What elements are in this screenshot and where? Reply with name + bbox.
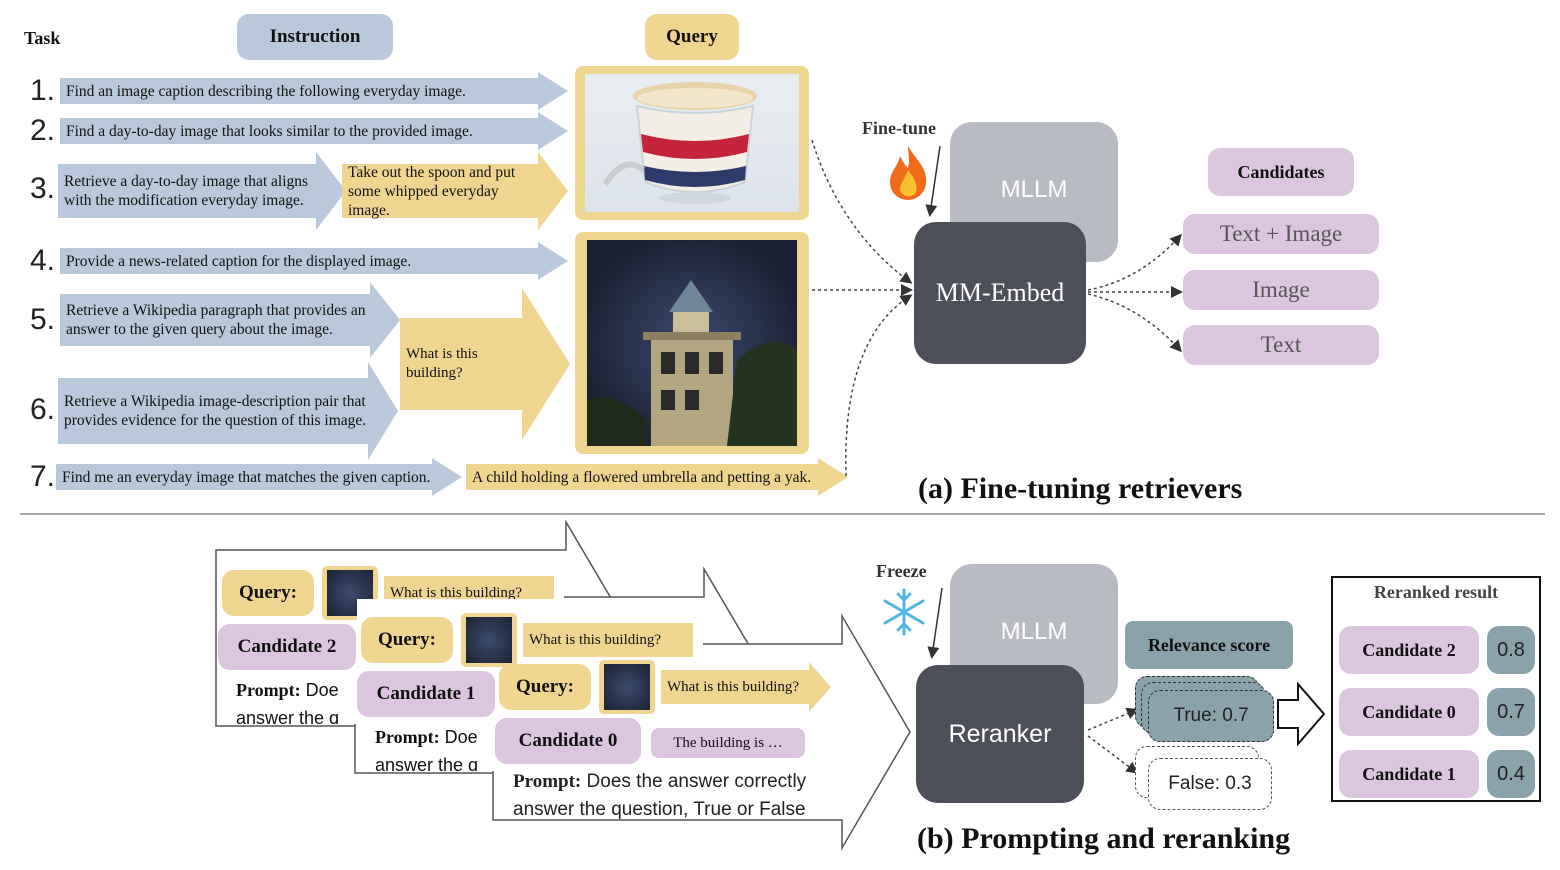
instruction-text-4: Provide a news-related caption for the d… [60, 248, 538, 274]
snowflake-icon [880, 588, 928, 636]
query-question-arrow: What is this building? [661, 662, 831, 712]
reranker-box: Reranker [916, 665, 1084, 803]
reranked-score-2: 0.7 [1487, 688, 1535, 736]
reranked-title: Reranked result [1373, 582, 1499, 602]
query-thumbnail-frame [461, 613, 517, 667]
building-image-frame [575, 232, 809, 454]
query-question: What is this building? [661, 670, 809, 704]
candidate-label: Candidate 2 [218, 624, 356, 670]
instruction-arrow-2: Find a day-to-day image that looks simil… [60, 112, 568, 150]
candidate-text: Text [1183, 325, 1379, 365]
task-number-4: 4. [30, 244, 56, 277]
reranked-score-3: 0.4 [1487, 750, 1535, 798]
prompt-card-candidate-0: Query: What is this building? Candidate … [495, 646, 840, 820]
instruction-header: Instruction [237, 14, 393, 60]
query-text-arrow-7: A child holding a flowered umbrella and … [466, 458, 848, 496]
building-thumbnail [466, 617, 512, 663]
query-header: Query [645, 14, 739, 60]
prompt-text: Prompt: Does the answer correctly answer… [513, 771, 807, 820]
candidate-image: Image [1183, 270, 1379, 310]
mm-embed-box: MM-Embed [914, 222, 1086, 364]
relevance-score-header: Relevance score [1125, 621, 1293, 669]
fire-icon [886, 144, 930, 200]
task-number-5: 5. [30, 303, 56, 336]
task-number-6: 6. [30, 393, 56, 426]
candidate-label: Candidate 1 [357, 671, 495, 717]
task-number-3: 3. [30, 172, 56, 205]
true-score: True: 0.7 [1148, 690, 1274, 742]
task-number-2: 2. [30, 114, 56, 147]
query-thumbnail-frame [599, 660, 655, 714]
query-label: Query: [222, 570, 314, 616]
instruction-arrow-4: Provide a news-related caption for the d… [60, 242, 568, 280]
instruction-text-1: Find an image caption describing the fol… [60, 78, 538, 104]
instruction-arrow-6: Retrieve a Wikipedia image-description p… [58, 362, 398, 460]
candidate-label: Candidate 0 [495, 718, 641, 764]
caption-a: (a) Fine-tuning retrievers [918, 472, 1243, 505]
building-image [587, 240, 797, 446]
task-header: Task [24, 28, 61, 48]
query-label: Query: [361, 617, 453, 663]
instruction-text-2: Find a day-to-day image that looks simil… [60, 118, 538, 144]
building-thumbnail [604, 664, 650, 710]
shared-query-text: What is this building? [400, 318, 522, 410]
caption-b: (b) Prompting and reranking [917, 822, 1291, 855]
answer-text: The building is … [651, 728, 805, 758]
candidates-header: Candidates [1208, 148, 1354, 196]
query-text-3: Take out the spoon and put some whipped … [342, 164, 538, 219]
instruction-arrow-7: Find me an everyday image that matches t… [56, 458, 462, 496]
reranked-candidate-1: Candidate 2 [1339, 626, 1479, 674]
reranked-candidate-2: Candidate 0 [1339, 688, 1479, 736]
instruction-text-7: Find me an everyday image that matches t… [56, 464, 432, 490]
finetune-label: Fine-tune [862, 118, 936, 138]
instruction-text-5: Retrieve a Wikipedia paragraph that prov… [60, 294, 370, 346]
query-question: What is this building? [523, 623, 693, 657]
dessert-image [585, 74, 799, 212]
query-text-7: A child holding a flowered umbrella and … [466, 464, 818, 490]
task-number-7: 7. [30, 460, 56, 493]
query-text-arrow-3: Take out the spoon and put some whipped … [342, 152, 568, 230]
query-label: Query: [499, 664, 591, 710]
query-text-arrow-shared: What is this building? [400, 288, 570, 440]
dessert-image-frame [575, 66, 809, 220]
instruction-arrow-1: Find an image caption describing the fol… [60, 72, 568, 110]
reranked-result-box: Reranked result Candidate 2 0.8 Candidat… [1331, 576, 1541, 802]
candidate-text-image: Text + Image [1183, 214, 1379, 254]
reranked-score-1: 0.8 [1487, 626, 1535, 674]
instruction-text-3: Retrieve a day-to-day image that aligns … [58, 164, 316, 218]
reranked-candidate-3: Candidate 1 [1339, 750, 1479, 798]
freeze-label: Freeze [876, 561, 927, 581]
instruction-arrow-5: Retrieve a Wikipedia paragraph that prov… [60, 282, 400, 358]
instruction-text-6: Retrieve a Wikipedia image-description p… [58, 378, 368, 444]
false-score: False: 0.3 [1148, 758, 1272, 810]
task-number-1: 1. [30, 74, 56, 107]
instruction-arrow-3: Retrieve a day-to-day image that aligns … [58, 152, 346, 230]
